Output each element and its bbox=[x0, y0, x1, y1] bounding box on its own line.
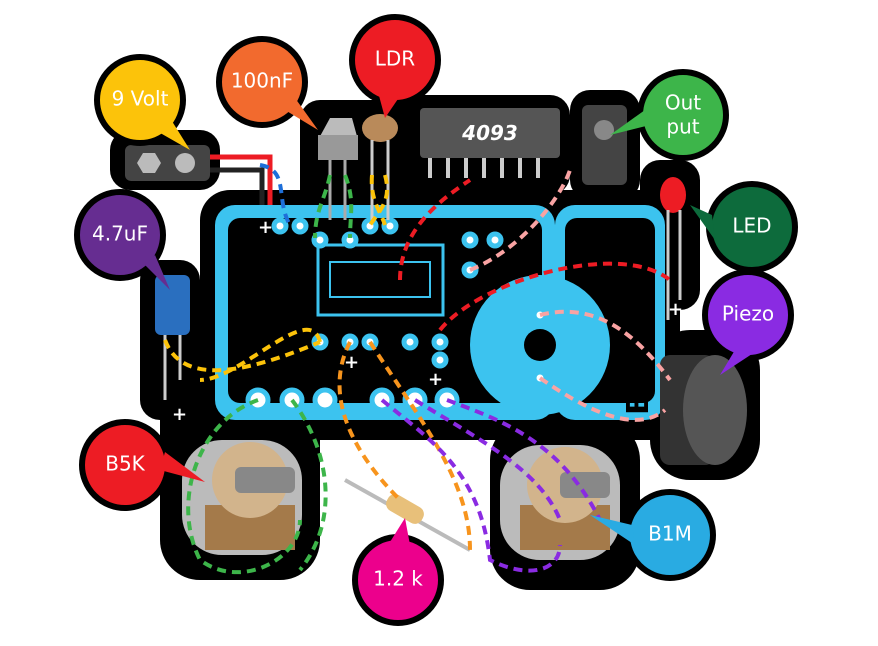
plus-mark: + bbox=[344, 352, 359, 373]
plus-mark: + bbox=[668, 299, 683, 320]
capacitor-100nf bbox=[318, 118, 358, 220]
svg-text:4.7uF: 4.7uF bbox=[92, 222, 148, 246]
wires bbox=[163, 163, 672, 575]
svg-text:put: put bbox=[666, 115, 699, 139]
ic-4093: 4093 bbox=[420, 108, 560, 178]
label-100nf: 100nF bbox=[216, 36, 318, 130]
svg-text:100nF: 100nF bbox=[231, 69, 293, 93]
led bbox=[660, 177, 686, 320]
biohazard-icon bbox=[570, 230, 610, 265]
pot-b5k bbox=[182, 440, 302, 555]
label-9-volt: 9 Volt bbox=[94, 54, 190, 150]
svg-text:LED: LED bbox=[732, 214, 771, 238]
plus-mark: + bbox=[428, 369, 443, 390]
label-b1m: B1M bbox=[590, 489, 716, 581]
label-output: Out put bbox=[610, 69, 729, 161]
svg-text:B1M: B1M bbox=[648, 522, 692, 546]
battery-clip bbox=[125, 145, 273, 205]
svg-text:Out: Out bbox=[665, 91, 701, 115]
pot-b1m bbox=[500, 445, 620, 560]
plus-mark: + bbox=[258, 217, 273, 238]
label-led: LED bbox=[690, 181, 798, 273]
svg-text:Piezo: Piezo bbox=[722, 302, 774, 326]
svg-text:9 Volt: 9 Volt bbox=[112, 87, 169, 111]
pcb-board: BIOHAHA + + + + + bbox=[172, 205, 683, 425]
label-4-7uf: 4.7uF bbox=[74, 189, 170, 290]
svg-text:1.2 k: 1.2 k bbox=[373, 567, 423, 591]
label-1-2k: 1.2 k bbox=[352, 518, 444, 626]
capacitor-4-7uf bbox=[155, 275, 190, 400]
plus-mark: + bbox=[172, 404, 187, 425]
svg-text:B5K: B5K bbox=[105, 452, 145, 476]
svg-text:LDR: LDR bbox=[375, 47, 416, 71]
resistor-1-2k bbox=[344, 478, 471, 552]
label-b5k: B5K bbox=[79, 419, 205, 511]
piezo bbox=[660, 355, 747, 465]
label-ldr: LDR bbox=[349, 14, 441, 118]
label-piezo: Piezo bbox=[702, 269, 794, 375]
output-jack bbox=[582, 105, 627, 185]
chip-label: 4093 bbox=[461, 121, 518, 145]
board-brand: BIOHAHA bbox=[621, 245, 656, 415]
